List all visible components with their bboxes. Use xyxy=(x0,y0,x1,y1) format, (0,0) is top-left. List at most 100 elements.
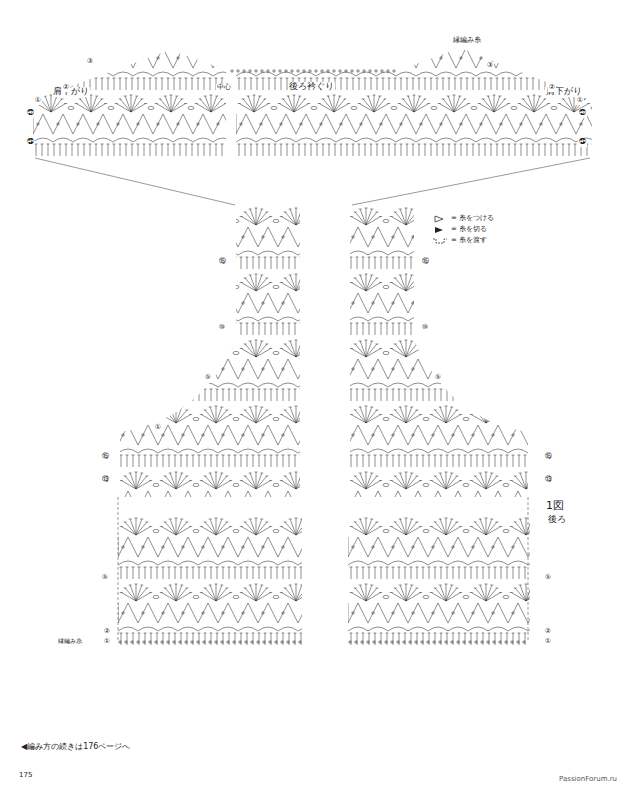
stitch xyxy=(234,389,237,390)
stitch xyxy=(503,98,506,99)
stitch xyxy=(289,275,292,276)
chain-arc xyxy=(218,317,238,321)
stitch xyxy=(461,144,462,156)
stitch xyxy=(494,323,497,324)
stitch xyxy=(365,340,368,341)
stitch xyxy=(130,473,136,489)
stitch xyxy=(186,144,187,156)
stitch xyxy=(281,349,296,358)
chain xyxy=(68,106,74,109)
stitch xyxy=(116,170,131,179)
stitch xyxy=(534,95,535,112)
stitch xyxy=(497,78,498,90)
stitch xyxy=(374,323,377,324)
stitch xyxy=(165,212,176,225)
stitch xyxy=(201,217,216,226)
stitch xyxy=(135,96,138,97)
stitch xyxy=(498,96,501,97)
stitch xyxy=(96,78,97,90)
stitch xyxy=(352,144,355,145)
stitch xyxy=(296,344,307,357)
stitch xyxy=(279,104,294,113)
stitch xyxy=(439,104,454,113)
chain xyxy=(222,302,224,304)
stitch xyxy=(583,164,586,165)
stitch xyxy=(300,341,303,342)
stitch xyxy=(425,78,426,90)
stitch xyxy=(486,283,501,292)
stitch xyxy=(119,164,122,165)
stitch xyxy=(173,78,176,79)
stitch xyxy=(91,165,102,178)
stitch xyxy=(416,323,419,324)
stitch xyxy=(446,208,447,225)
stitch xyxy=(394,343,397,344)
stitch xyxy=(180,455,183,456)
stitch xyxy=(161,283,176,292)
stitch xyxy=(246,455,249,456)
stitch xyxy=(168,389,171,390)
stitch xyxy=(136,283,151,292)
stitch xyxy=(196,170,211,179)
stitch xyxy=(323,99,334,112)
stitch xyxy=(258,323,261,324)
stitch xyxy=(362,164,365,165)
stitch xyxy=(121,283,136,292)
stitch xyxy=(526,208,527,225)
stitch xyxy=(47,78,50,79)
stitch xyxy=(371,78,372,90)
stitch xyxy=(180,473,183,474)
stitch xyxy=(443,99,454,112)
stitch xyxy=(35,78,38,79)
stitch xyxy=(167,144,170,145)
stitch xyxy=(60,144,61,156)
stitch xyxy=(180,78,181,90)
stitch xyxy=(284,277,287,278)
stitch xyxy=(89,144,92,145)
stitch xyxy=(259,389,260,401)
stitch xyxy=(423,164,426,165)
stitch xyxy=(290,209,296,225)
stitch xyxy=(180,144,181,156)
stitch xyxy=(265,389,266,401)
chain xyxy=(391,172,397,175)
chain xyxy=(271,172,277,175)
stitch xyxy=(240,282,243,283)
stitch xyxy=(264,257,267,258)
stitch xyxy=(485,340,488,341)
stitch xyxy=(518,103,521,104)
stitch xyxy=(201,481,216,490)
stitch xyxy=(447,257,448,269)
stitch xyxy=(176,481,191,490)
chain xyxy=(313,351,319,354)
stitch xyxy=(163,257,164,269)
stitch xyxy=(204,409,207,410)
stitch xyxy=(113,78,116,79)
stitch xyxy=(289,323,290,335)
stitch xyxy=(132,257,135,258)
stitch xyxy=(486,274,487,291)
stitch xyxy=(241,349,256,358)
stitch xyxy=(211,99,222,112)
stitch xyxy=(162,144,163,156)
stitch-block xyxy=(348,208,549,511)
stitch xyxy=(240,480,243,481)
stitch xyxy=(431,283,446,292)
stitch xyxy=(418,144,421,145)
stitch xyxy=(225,475,228,476)
stitch xyxy=(334,170,349,179)
stitch xyxy=(247,389,248,401)
stitch xyxy=(408,96,414,112)
stitch xyxy=(524,257,527,258)
stitch xyxy=(204,78,205,90)
stitch xyxy=(298,162,301,163)
stitch xyxy=(471,349,486,358)
stitch xyxy=(370,341,373,342)
stitch xyxy=(185,343,188,344)
chain-arc xyxy=(348,251,368,255)
stitch xyxy=(379,216,382,217)
stitch xyxy=(467,78,468,90)
stitch xyxy=(551,144,552,156)
stitch xyxy=(160,216,163,217)
stitch xyxy=(168,455,171,456)
